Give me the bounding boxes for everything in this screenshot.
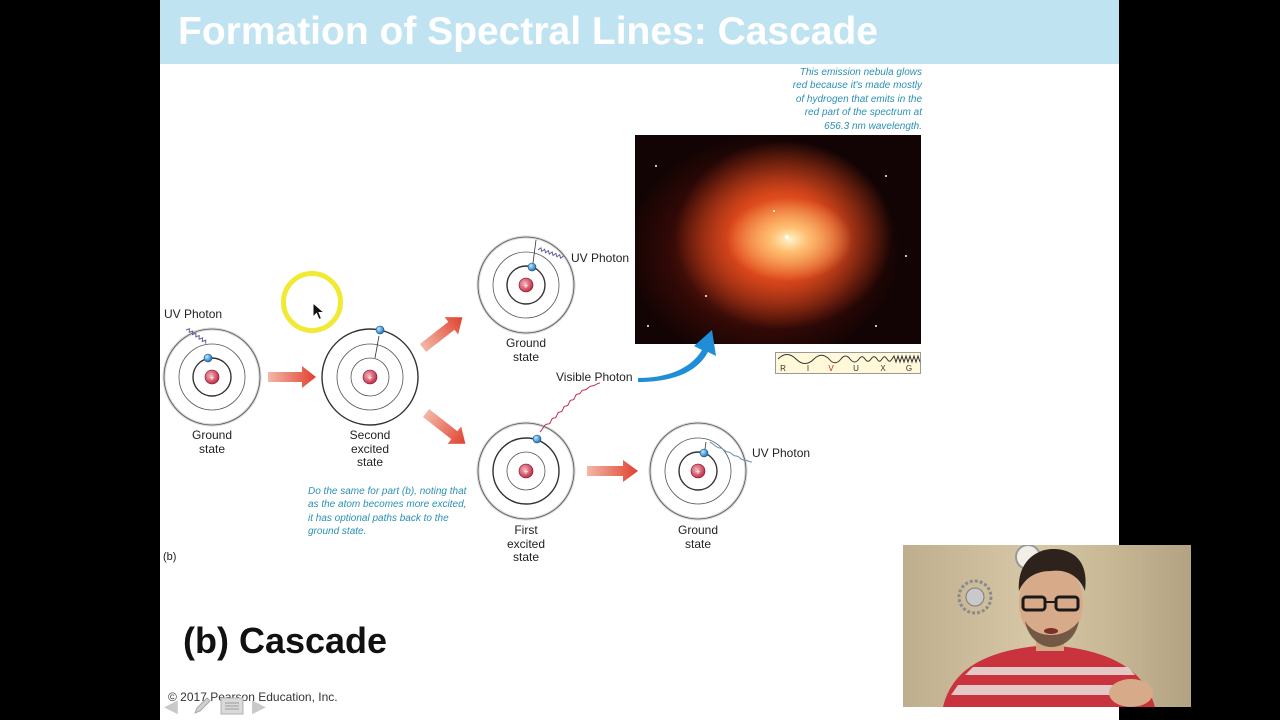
- second-excited-label: Second excited state: [349, 428, 391, 469]
- pen-icon[interactable]: [192, 696, 212, 716]
- copyright-notice: © 2017 Pearson Education, Inc.: [168, 690, 338, 704]
- atom-second-excited: +: [321, 325, 419, 426]
- svg-text:+: +: [695, 467, 700, 477]
- uv-photon-label-final: UV Photon: [752, 446, 811, 460]
- atom-final-ground: +: [648, 421, 753, 521]
- spectrum-label: V: [828, 364, 834, 373]
- star: [773, 210, 775, 212]
- caption-line: 656.3 nm wavelength.: [824, 120, 922, 132]
- caption-line: ground state.: [308, 526, 367, 538]
- title-bar: Formation of Spectral Lines: Cascade: [160, 0, 1119, 64]
- ground-state-label-top: Ground state: [505, 336, 547, 364]
- slide-title: Formation of Spectral Lines: Cascade: [178, 10, 879, 53]
- caption-line: Do the same for part (b), noting that: [308, 486, 467, 497]
- svg-text:+: +: [523, 467, 528, 477]
- spectrum-label: R: [780, 364, 786, 373]
- visible-photon-label: Visible Photon: [556, 370, 633, 384]
- nav-forward-icon[interactable]: ▶: [252, 696, 266, 716]
- star: [905, 255, 907, 257]
- caption-line: red part of the spectrum at: [804, 107, 922, 119]
- slide: Formation of Spectral Lines: Cascade Thi…: [160, 0, 1119, 720]
- svg-text:+: +: [523, 281, 528, 291]
- ground-state-label-final: Ground state: [677, 523, 719, 551]
- atom-initial-ground: +: [162, 327, 262, 427]
- nebula-photo: [635, 135, 921, 344]
- transition-arrow: [422, 409, 466, 444]
- visible-photon-arrow: [638, 330, 716, 382]
- atom-top-ground: +: [476, 235, 576, 335]
- menu-icon[interactable]: [220, 696, 244, 716]
- nav-back-icon[interactable]: ◀: [164, 696, 178, 716]
- cascade-heading: (b) Cascade: [183, 620, 388, 661]
- cascade-diagram: + + +: [162, 235, 753, 521]
- star: [785, 235, 789, 239]
- cursor-highlight-ring: [281, 271, 343, 333]
- ground-state-label-initial: Ground state: [191, 428, 233, 456]
- presenter-webcam: [903, 545, 1191, 707]
- uv-photon-label-initial: UV Photon: [164, 307, 223, 321]
- caption-line: This emission nebula glows: [799, 67, 922, 78]
- transition-arrow: [419, 317, 463, 352]
- star: [705, 295, 707, 297]
- wavelength-wave-icon: [777, 354, 921, 364]
- spectrum-label: I: [806, 364, 810, 373]
- transition-arrow: [268, 366, 316, 388]
- nebula-caption: This emission nebula glows red because i…: [740, 66, 922, 133]
- part-label: (b): [163, 551, 177, 563]
- caption-line: red because it's made mostly: [792, 80, 922, 92]
- presenter-video: [943, 545, 1155, 707]
- atom-first-excited: +: [476, 382, 601, 521]
- spectrum-label: G: [905, 364, 913, 373]
- uv-photon-label-top: UV Photon: [571, 251, 630, 265]
- caption-line: of hydrogen that emits in the: [795, 93, 922, 105]
- spectrum-bar: R I V U X G: [775, 352, 921, 374]
- caption-line: it has optional paths back to the: [308, 512, 449, 524]
- star: [875, 325, 877, 327]
- spectrum-label: U: [853, 364, 859, 373]
- spectrum-label: X: [880, 364, 886, 373]
- star: [885, 175, 887, 177]
- svg-text:+: +: [367, 373, 372, 383]
- note-caption: Do the same for part (b), noting that as…: [308, 485, 478, 539]
- slide-nav-controls: ◀ ▶: [164, 696, 274, 718]
- svg-text:+: +: [209, 373, 214, 383]
- mouse-pointer-icon: [312, 302, 326, 321]
- star: [655, 165, 657, 167]
- first-excited-label: First excited state: [506, 523, 546, 564]
- star: [647, 325, 649, 327]
- caption-line: as the atom becomes more excited,: [308, 499, 467, 511]
- transition-arrow: [587, 460, 638, 482]
